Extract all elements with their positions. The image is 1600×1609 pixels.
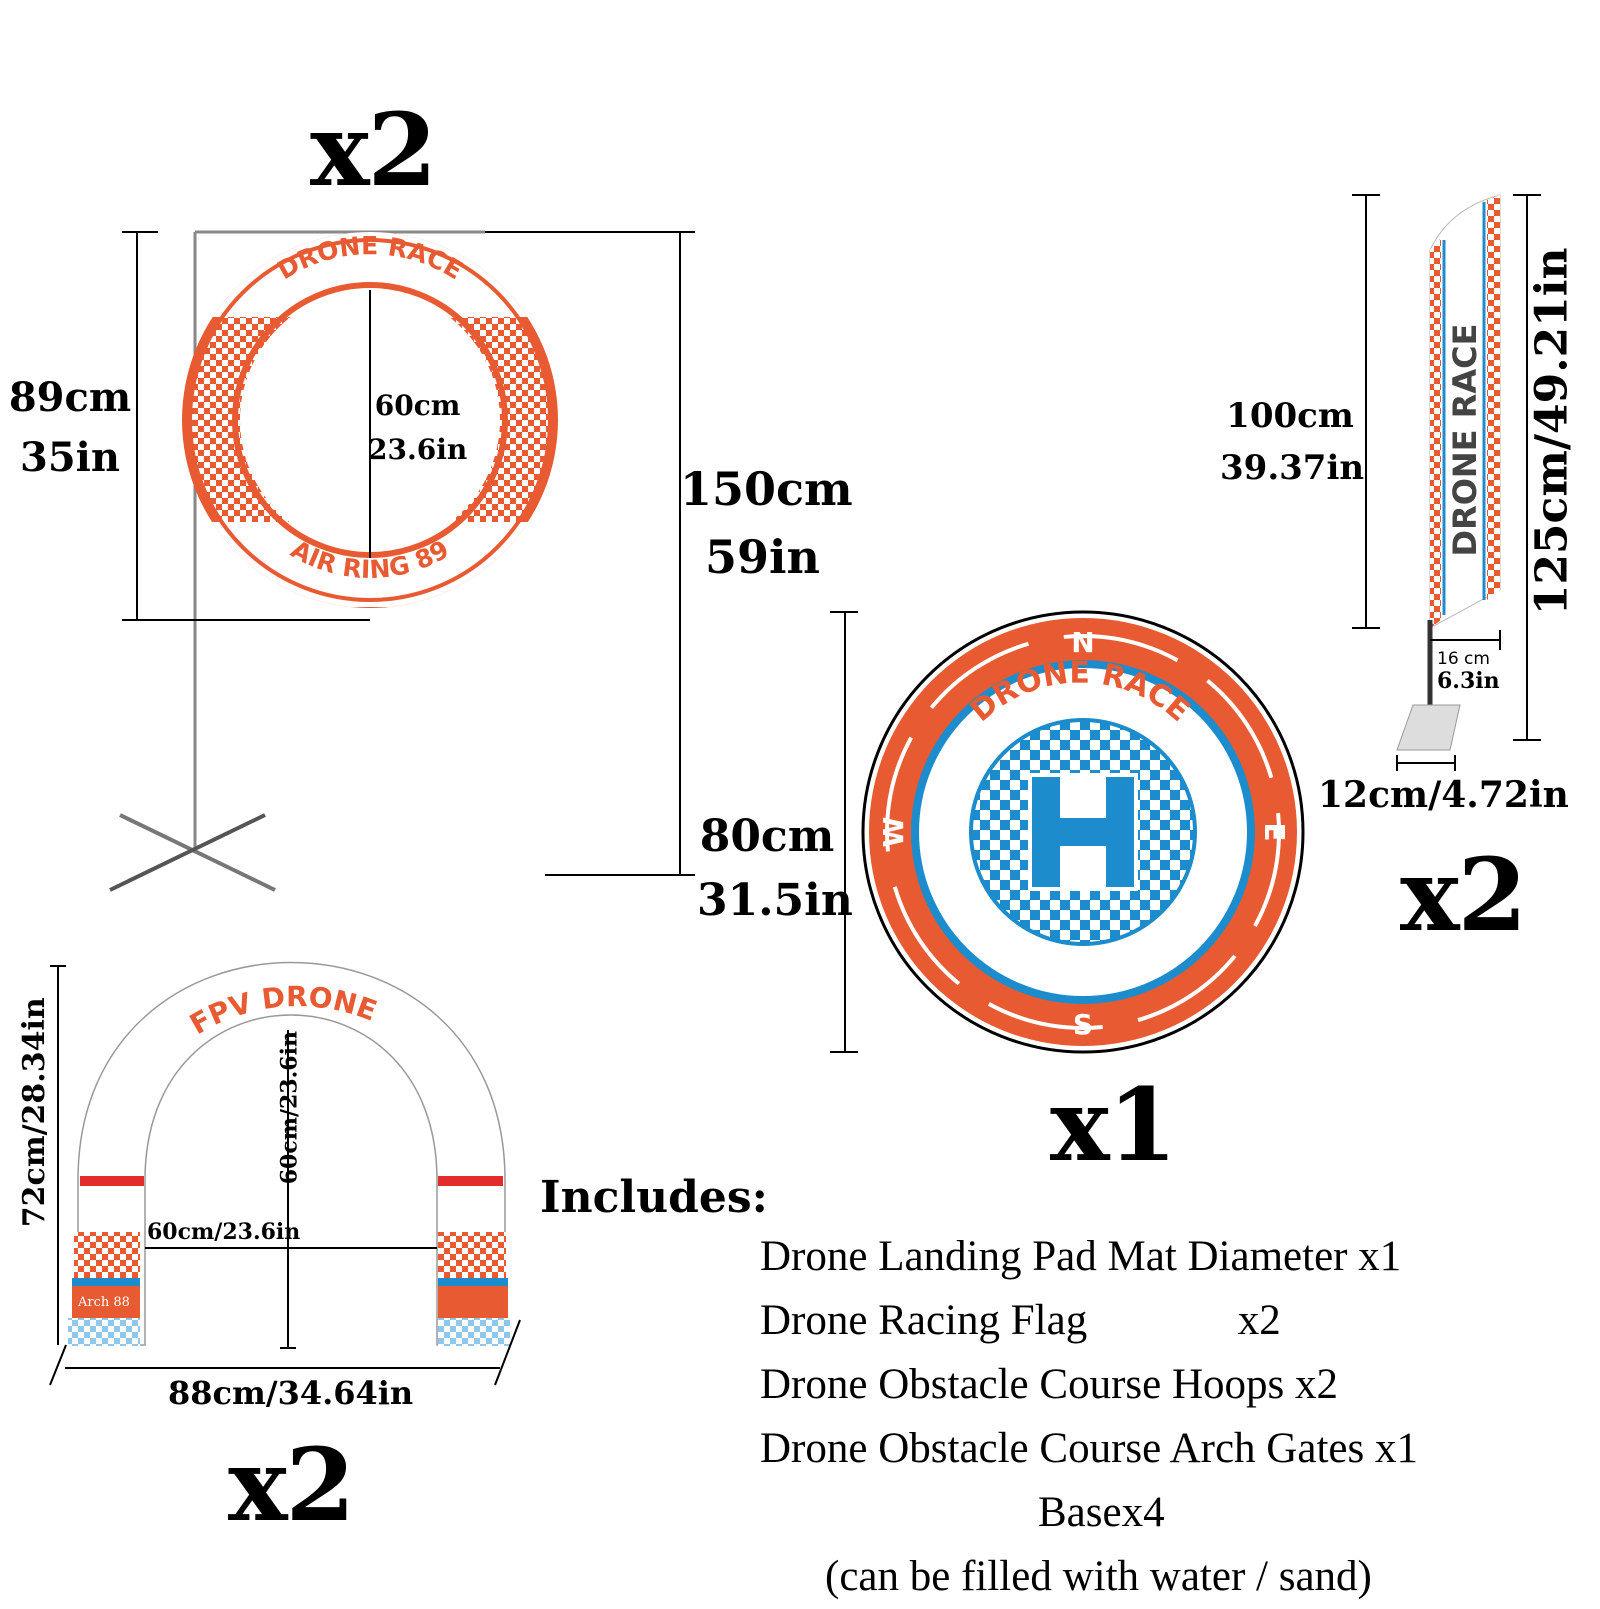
stand-in: 59in: [705, 530, 820, 584]
pad-dim-in: 31.5in: [697, 875, 853, 926]
includes-item: Drone Obstacle Course Arch Gates x1: [760, 1425, 1418, 1472]
compass-w: W: [877, 816, 910, 847]
flag-count: x2: [1400, 836, 1527, 954]
arch-count: x2: [228, 1426, 355, 1544]
flag-total-dim: 125cm/49.21in: [1526, 247, 1578, 616]
air-ring-hoop: DRONE RACE AIR RING 89: [109, 230, 695, 892]
racing-flag: DRONE RACE: [1352, 194, 1541, 771]
hoop-outer-dim: 89cm 35in: [5, 375, 135, 481]
arch-width-dim: 88cm/34.64in: [168, 1374, 414, 1412]
compass-n: N: [1071, 626, 1094, 659]
includes-base: Basex4: [1038, 1489, 1165, 1536]
stand-leg: [109, 813, 266, 892]
includes-item: Drone Landing Pad Mat Diameter x1: [760, 1233, 1402, 1280]
arch-inner-width-dim: 60cm/23.6in: [147, 1219, 301, 1245]
flag-base-dim: 12cm/4.72in: [1318, 774, 1569, 816]
arch-height-dim: 72cm/28.34in: [16, 997, 52, 1228]
hoop-inner-dim: 60cm 23.6in: [368, 384, 467, 472]
compass-e: E: [1258, 822, 1291, 841]
hoop-inner-in: 23.6in: [368, 433, 468, 466]
arch-body: [77, 961, 506, 1346]
pad-dim: 80cm 31.5in: [697, 805, 853, 933]
includes-list: Drone Landing Pad Mat Diameter x1 Drone …: [760, 1225, 1418, 1481]
flag-height-in: 39.37in: [1220, 448, 1365, 488]
flag-base: [1396, 704, 1461, 751]
arch-label: Arch 88: [77, 1295, 130, 1310]
landing-pad: DRONE RACE N S E W: [830, 610, 1305, 1054]
hoop-count: x2: [310, 91, 437, 209]
arch-inner-height-dim: 60cm/23.6in: [276, 1031, 303, 1185]
hoop-inner-cm: 60cm: [374, 389, 461, 422]
includes-title: Includes:: [540, 1172, 768, 1223]
flag-text: DRONE RACE: [1446, 324, 1484, 557]
compass-s: S: [1073, 1008, 1093, 1041]
pad-count: x1: [1050, 1066, 1177, 1184]
flag-height-cm: 100cm: [1226, 396, 1354, 436]
flag-width-cm: 16 cm: [1437, 649, 1490, 669]
stand-leg: [119, 813, 276, 892]
hoop-outer-in: 35in: [20, 434, 120, 481]
includes-note: (can be filled with water / sand): [825, 1553, 1372, 1600]
includes-item: Drone Obstacle Course Hoops x2: [760, 1361, 1339, 1408]
stand-dim: 150cm 59in: [680, 455, 853, 591]
flag-height-dim: 100cm 39.37in: [1220, 390, 1365, 494]
stand-cm: 150cm: [680, 462, 853, 516]
flag-width-dim: 16 cm 6.3in: [1437, 648, 1500, 692]
flag-width-in: 6.3in: [1437, 668, 1500, 694]
includes-item: Drone Racing Flag x2: [760, 1297, 1281, 1344]
pad-dim-cm: 80cm: [699, 811, 835, 862]
hoop-outer-cm: 89cm: [8, 374, 132, 421]
